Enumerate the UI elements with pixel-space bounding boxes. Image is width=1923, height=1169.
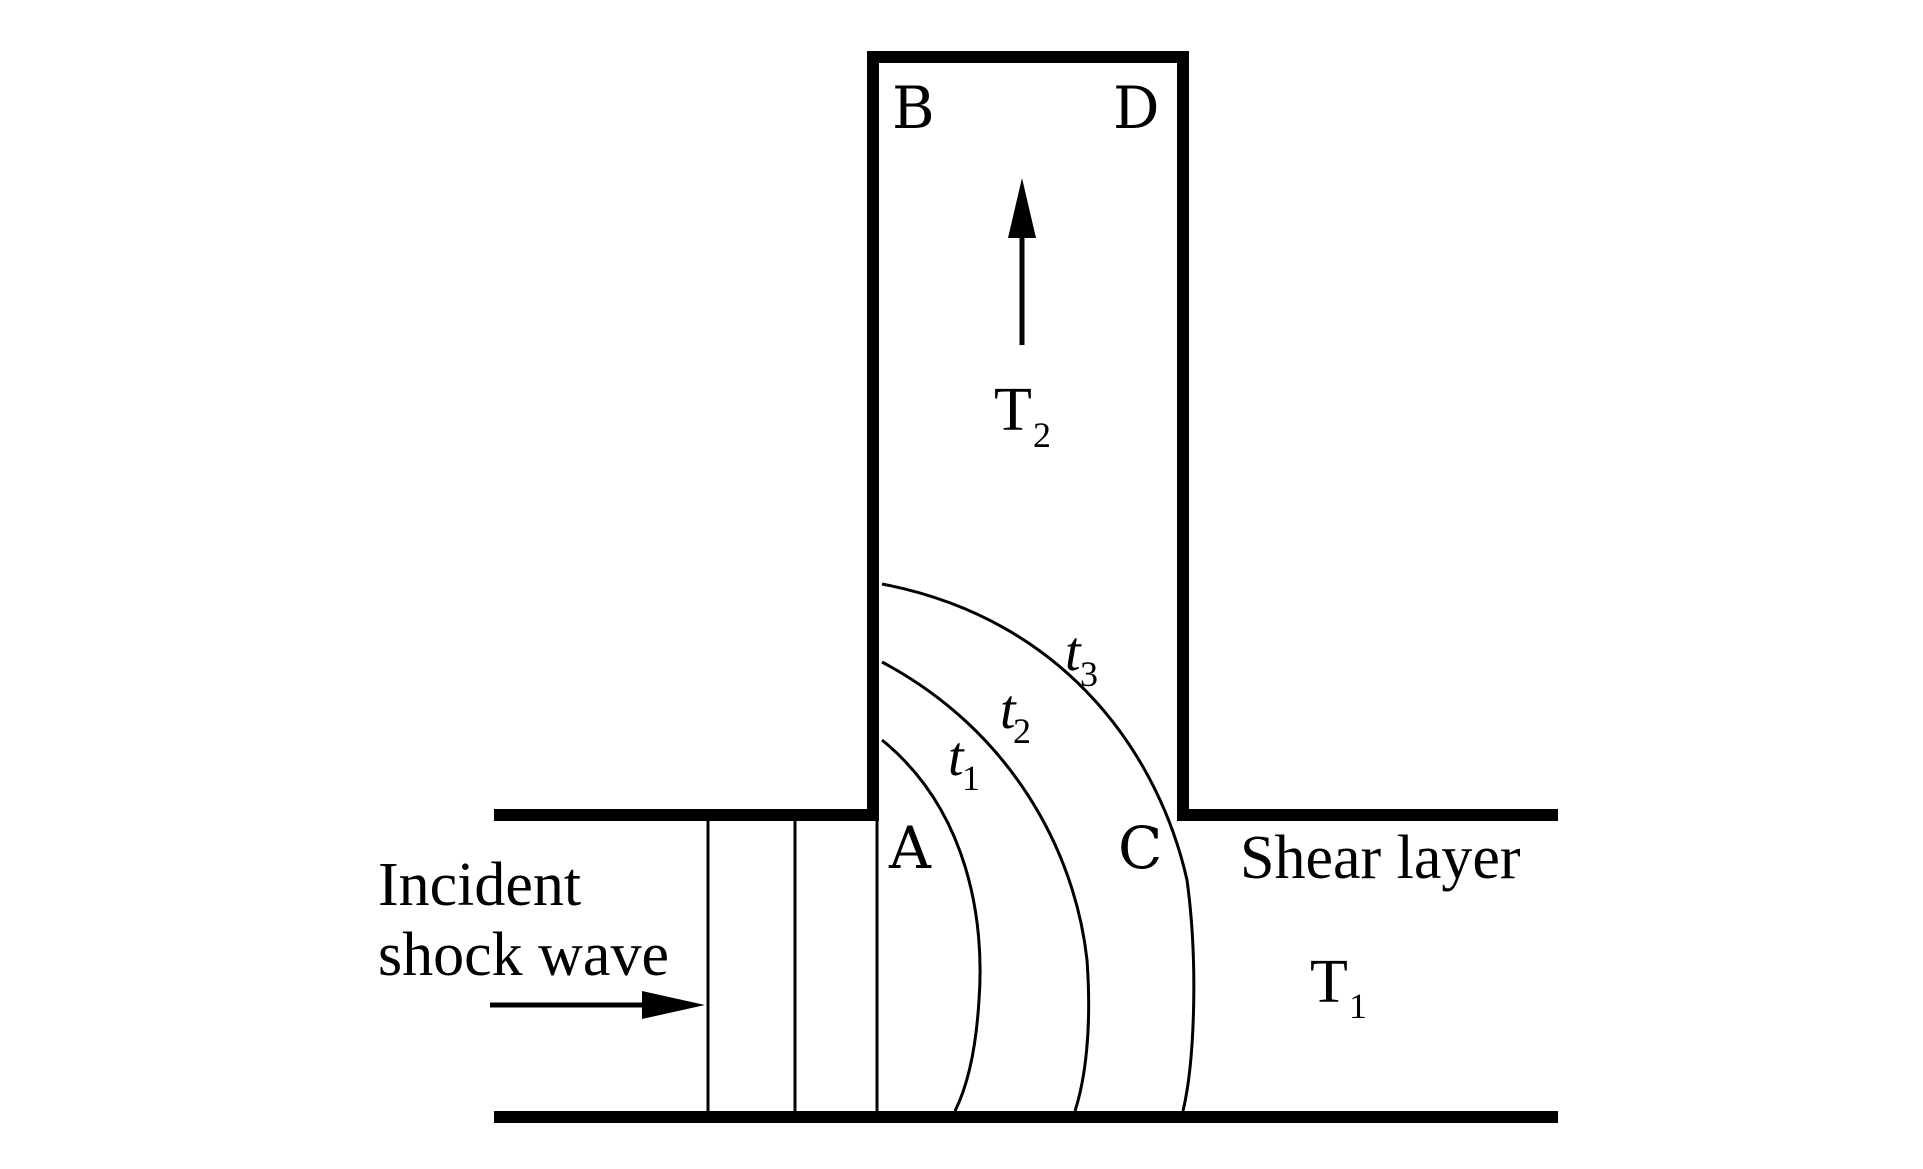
label-shear-layer: Shear layer: [1240, 824, 1521, 892]
label-wavefront-t2-subscript: 2: [1013, 711, 1031, 751]
label-t2-subscript: 2: [1033, 415, 1051, 455]
label-t2: T: [994, 376, 1032, 444]
wavefront-t2: [881, 660, 1091, 1112]
wavefront-t3: [881, 582, 1196, 1112]
label-wavefront-t3-subscript: 3: [1080, 654, 1098, 694]
label-wavefront-t1: t: [948, 726, 965, 788]
label-t1: T: [1310, 948, 1348, 1016]
upper-wall: [494, 51, 1558, 821]
branch-flow-arrowhead: [1008, 178, 1036, 238]
label-wavefront-t1-subscript: 1: [962, 758, 980, 798]
label-d: D: [1113, 74, 1160, 142]
label-t1-subscript: 1: [1349, 986, 1367, 1026]
label-wavefront-t3: t: [1065, 621, 1082, 683]
label-b: B: [892, 74, 935, 142]
label-wavefront-t2: t: [1000, 679, 1017, 741]
label-a: A: [888, 814, 932, 882]
label-incident-line1: Incident: [378, 851, 581, 919]
label-c: C: [1118, 814, 1162, 882]
label-incident-line2: shock wave: [378, 921, 669, 989]
wavefront-t1: [881, 738, 982, 1112]
incident-arrowhead: [642, 991, 705, 1019]
